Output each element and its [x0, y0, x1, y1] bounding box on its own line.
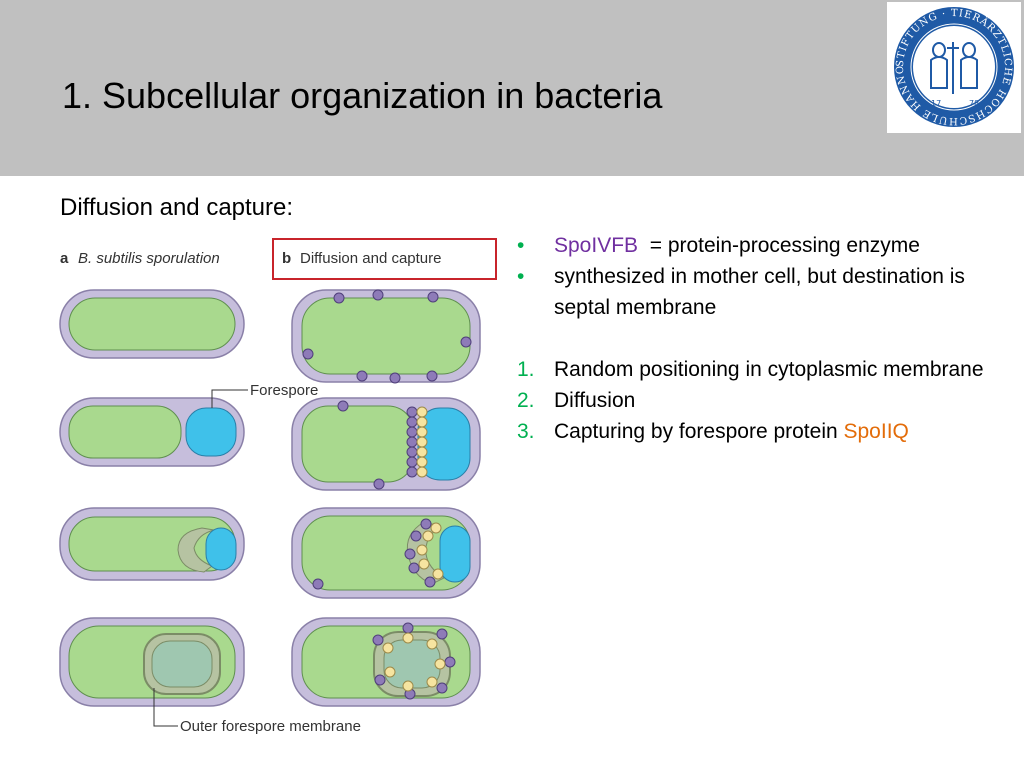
step-item-text: SpoIIQ	[843, 420, 909, 443]
bullet-item-marker: •	[517, 234, 525, 257]
slide-header: 1. Subcellular organization in bacteria …	[0, 0, 1024, 176]
step-item: 3. Capturing by forespore protein SpoIIQ	[514, 416, 1019, 447]
bullet-item-text: synthesized in mother cell, but destinat…	[554, 265, 971, 319]
svg-text:17: 17	[931, 99, 941, 108]
label-forespore: Forespore	[250, 382, 318, 399]
university-seal-logo: 17 78 STIFTUNG · TIERÄRZTLICHE HOCHSCHUL…	[882, 0, 1021, 133]
step-item-marker: 3.	[517, 420, 535, 443]
sporulation-diagram: a B. subtilis sporulation b Diffusion an…	[59, 238, 497, 735]
panel-b-letter: b	[282, 250, 291, 267]
panel-a-letter: a	[60, 250, 69, 267]
slide-title: 1. Subcellular organization in bacteria	[62, 75, 663, 116]
list-spacer	[514, 323, 1019, 354]
cell-a4	[59, 617, 245, 707]
step-item-text: Diffusion	[554, 389, 636, 412]
seal-icon: 17 78 STIFTUNG · TIERÄRZTLICHE HOCHSCHUL…	[882, 0, 1014, 127]
panel-a-title: B. subtilis sporulation	[78, 250, 220, 267]
step-item-marker: 1.	[517, 358, 535, 381]
cell-a3	[59, 507, 245, 581]
sporulation-figure: a B. subtilis sporulation b Diffusion an…	[52, 236, 504, 746]
step-item-text: Capturing by forespore protein	[554, 420, 844, 443]
panel-b-title: Diffusion and capture	[300, 250, 441, 267]
cell-b1	[291, 289, 481, 384]
cell-b2	[291, 397, 481, 491]
bullet-item-text: SpoIVFB	[554, 234, 639, 257]
svg-text:78: 78	[969, 99, 979, 108]
label-outer-forespore-membrane: Outer forespore membrane	[180, 718, 361, 735]
step-item-marker: 2.	[517, 389, 535, 412]
step-item-text: Random positioning in cytoplasmic membra…	[554, 358, 984, 381]
cell-b3	[291, 507, 481, 599]
bullet-item-text: = protein-processing enzyme	[638, 234, 920, 257]
step-item: 1. Random positioning in cytoplasmic memb…	[514, 354, 1019, 385]
bullet-item: • synthesized in mother cell, but destina…	[514, 261, 1019, 323]
cell-b4	[291, 617, 481, 707]
bullet-item: • SpoIVFB = protein-processing enzyme	[514, 230, 1019, 261]
bullet-item-marker: •	[517, 265, 525, 288]
panel-b-highlight-box	[272, 238, 497, 280]
cell-a1	[59, 289, 245, 359]
step-item: 2. Diffusion	[514, 385, 1019, 416]
notes-list: • SpoIVFB = protein-processing enzyme • syn…	[514, 230, 1019, 447]
cell-a2	[59, 397, 245, 467]
slide-subtitle: Diffusion and capture:	[60, 194, 294, 221]
